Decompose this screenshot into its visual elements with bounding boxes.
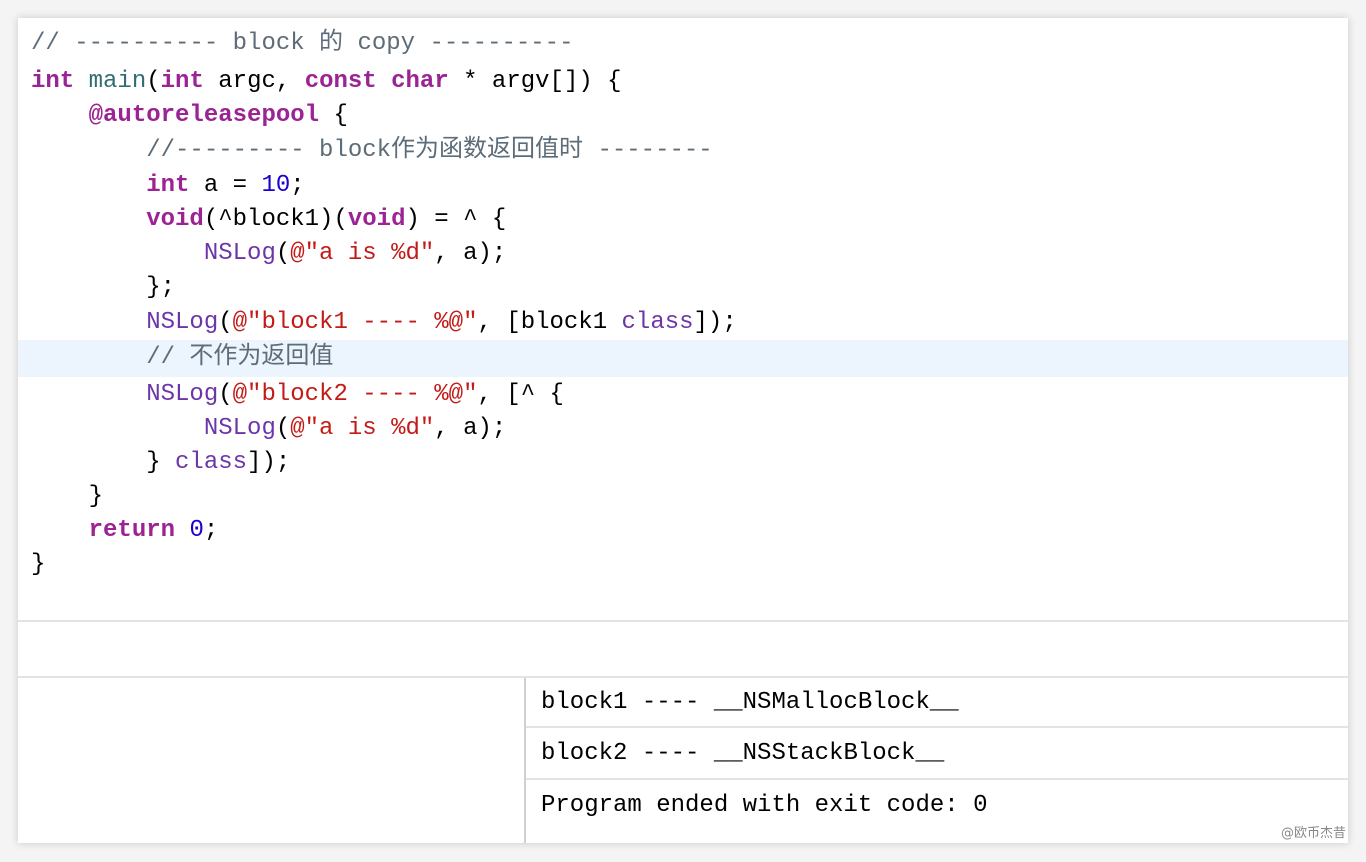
console-line: block1 ---- __NSMallocBlock__ bbox=[526, 678, 1350, 728]
code-token-comment: // 不作为返回值 bbox=[31, 344, 334, 371]
code-token-keyword: int bbox=[160, 68, 204, 95]
console-output[interactable]: block1 ---- __NSMallocBlock__ block2 ---… bbox=[524, 678, 1350, 843]
code-token-plain bbox=[31, 517, 89, 544]
code-token-plain: ( bbox=[275, 240, 291, 267]
code-token-comment: //--------- block作为函数返回值时 -------- bbox=[31, 137, 713, 164]
code-token-call: NSLog bbox=[146, 309, 219, 336]
current-line-highlight bbox=[18, 340, 1348, 377]
code-token-plain bbox=[31, 381, 146, 408]
code-token-keyword: char bbox=[391, 68, 449, 95]
code-token-plain: ( bbox=[218, 381, 233, 408]
code-token-keyword: return bbox=[88, 517, 176, 544]
code-token-string: @"block2 ---- %@" bbox=[232, 381, 478, 408]
console-line: Program ended with exit code: 0 bbox=[541, 792, 988, 819]
code-token-plain bbox=[31, 240, 204, 267]
code-token-string: @"a is %d" bbox=[290, 415, 435, 442]
variables-view[interactable] bbox=[18, 678, 524, 843]
code-line: return 0; bbox=[31, 514, 219, 548]
code-token-plain: ) = ^ { bbox=[405, 206, 507, 233]
code-token-keyword: int bbox=[31, 68, 75, 95]
code-line: // 不作为返回值 bbox=[31, 341, 333, 375]
code-editor[interactable]: // ---------- block 的 copy ---------- int… bbox=[18, 18, 1348, 621]
code-token-plain: (^block1)( bbox=[203, 206, 348, 233]
code-line: int a = 10; bbox=[31, 169, 305, 203]
code-token-string: @"block1 ---- %@" bbox=[232, 309, 478, 336]
code-token-keyword: void bbox=[146, 206, 204, 233]
code-token-call: NSLog bbox=[203, 415, 276, 442]
code-token-plain bbox=[31, 309, 146, 336]
code-token-plain bbox=[31, 415, 204, 442]
code-line: NSLog(@"a is %d", a); bbox=[31, 412, 506, 446]
code-token-plain: ]); bbox=[693, 309, 737, 336]
xcode-panel: // ---------- block 的 copy ---------- int… bbox=[18, 18, 1350, 843]
code-line: //--------- block作为函数返回值时 -------- bbox=[31, 134, 713, 168]
code-token-plain: argc, bbox=[203, 68, 305, 95]
code-token-call: NSLog bbox=[203, 240, 276, 267]
code-token-plain bbox=[31, 102, 89, 129]
code-token-plain: ; bbox=[290, 172, 305, 199]
code-line: } class]); bbox=[31, 446, 290, 480]
code-token-plain: * argv[]) { bbox=[448, 68, 622, 95]
code-token-plain: a = bbox=[189, 172, 262, 199]
code-line: // ---------- block 的 copy ---------- bbox=[31, 27, 573, 61]
code-token-plain bbox=[175, 517, 189, 544]
code-token-plain: ( bbox=[146, 68, 161, 95]
code-token-plain bbox=[31, 172, 146, 199]
code-token-call: class bbox=[621, 309, 694, 336]
code-token-plain: ( bbox=[275, 415, 291, 442]
code-token-number: 0 bbox=[189, 517, 204, 544]
code-line: int main(int argc, const char * argv[]) … bbox=[31, 65, 622, 99]
code-token-plain: }; bbox=[31, 274, 176, 301]
code-token-plain: } bbox=[31, 449, 176, 476]
code-token-number: 10 bbox=[261, 172, 291, 199]
code-token-plain: } bbox=[31, 551, 46, 578]
code-token-plain: , a); bbox=[434, 240, 507, 267]
code-token-plain: } bbox=[31, 483, 104, 510]
code-line: @autoreleasepool { bbox=[31, 99, 348, 133]
code-token-func: main bbox=[88, 68, 147, 95]
code-token-plain bbox=[377, 68, 391, 95]
code-token-plain bbox=[31, 206, 146, 233]
code-token-call: NSLog bbox=[146, 381, 219, 408]
console-line: block2 ---- __NSStackBlock__ bbox=[526, 728, 1350, 780]
debug-divider bbox=[18, 676, 1348, 678]
code-token-plain: , a); bbox=[434, 415, 507, 442]
debug-bar bbox=[18, 622, 1348, 676]
code-token-plain bbox=[74, 68, 88, 95]
code-line: NSLog(@"block1 ---- %@", [block1 class])… bbox=[31, 306, 737, 340]
code-token-plain: ]); bbox=[247, 449, 291, 476]
code-token-keyword: const bbox=[304, 68, 377, 95]
code-token-plain: ( bbox=[218, 309, 233, 336]
code-token-string: @"a is %d" bbox=[290, 240, 435, 267]
code-token-keyword: @autoreleasepool bbox=[88, 102, 320, 129]
code-token-plain: , [^ { bbox=[477, 381, 564, 408]
code-line: } bbox=[31, 480, 103, 514]
code-line: NSLog(@"a is %d", a); bbox=[31, 237, 506, 271]
watermark: @欧币杰昔 bbox=[1280, 826, 1346, 841]
code-token-plain: , [block1 bbox=[477, 309, 622, 336]
code-token-plain: ; bbox=[203, 517, 219, 544]
code-token-comment: // ---------- block 的 copy ---------- bbox=[31, 30, 574, 57]
code-token-plain: { bbox=[319, 102, 348, 129]
code-line: void(^block1)(void) = ^ { bbox=[31, 203, 506, 237]
code-token-keyword: void bbox=[347, 206, 406, 233]
code-line: } bbox=[31, 548, 45, 582]
code-token-call: class bbox=[175, 449, 248, 476]
code-line: NSLog(@"block2 ---- %@", [^ { bbox=[31, 378, 564, 412]
code-token-keyword: int bbox=[146, 172, 190, 199]
editor-divider bbox=[18, 620, 1348, 622]
code-line: }; bbox=[31, 271, 175, 305]
